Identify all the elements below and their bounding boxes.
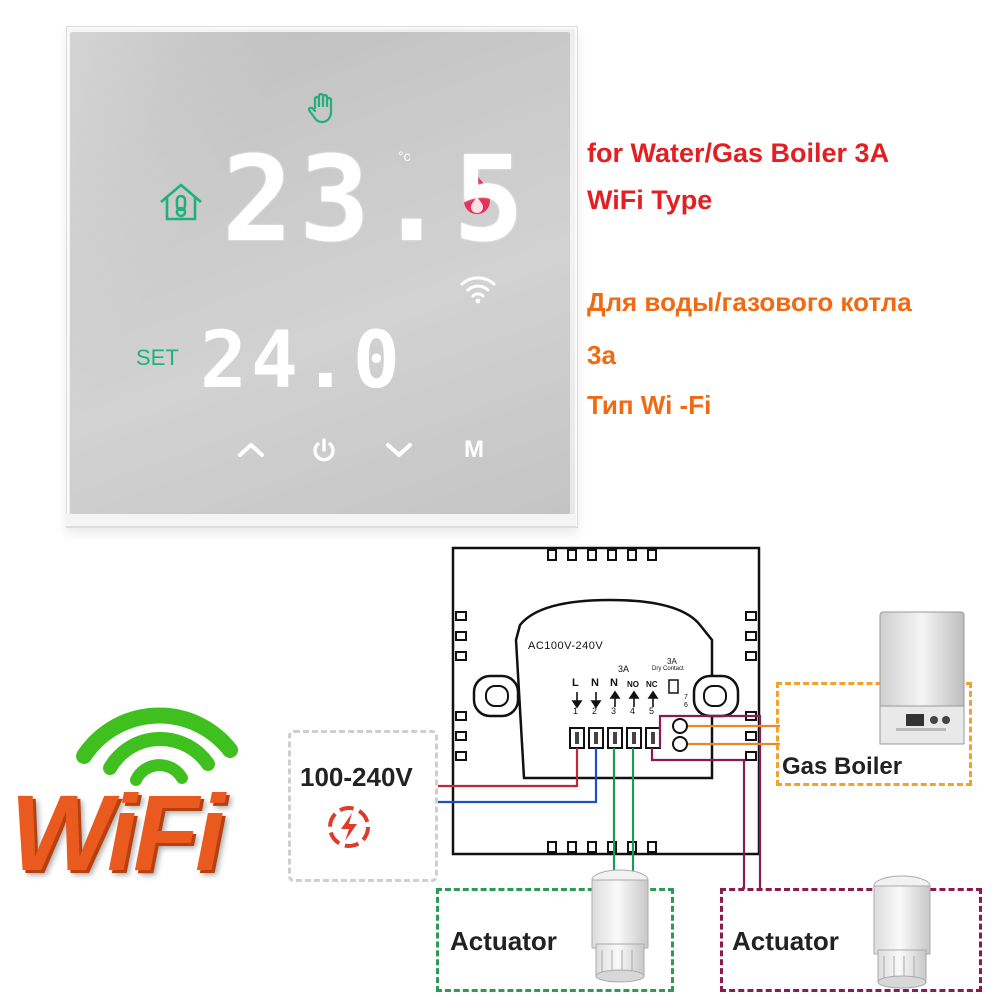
- terminal-5-name: NC: [646, 680, 658, 689]
- thermostat-bottom-edge: [66, 514, 576, 527]
- flame-heating-icon: [464, 174, 490, 214]
- dry-contact-label: Dry Contact: [652, 666, 684, 672]
- relay-module-outline: [514, 598, 714, 780]
- actuator-right-illustration: [873, 875, 931, 989]
- set-temperature: 24.0: [200, 316, 404, 406]
- terminal-1-number: 1: [573, 706, 579, 716]
- terminal-4-name: NO: [627, 680, 639, 689]
- dry-terminal-7: 7: [684, 694, 688, 701]
- dry-terminal-6: 6: [684, 702, 688, 709]
- manual-hand-icon: [307, 92, 333, 124]
- wifi-logo-arcs-icon: [76, 707, 238, 786]
- current-temperature: 23.5: [222, 130, 531, 268]
- actuator-box-right: [720, 888, 982, 992]
- gas-boiler-illustration: [879, 611, 965, 745]
- down-arrow-button[interactable]: [384, 440, 414, 460]
- wifi-logo-text: WiFi: [10, 772, 225, 893]
- actuator-left-illustration: [591, 869, 649, 983]
- thermostat-display: [70, 32, 570, 514]
- terminal-2-name: N: [591, 677, 599, 689]
- relay-rating-label: 3A: [618, 664, 630, 674]
- terminal-3-number: 3: [611, 706, 617, 716]
- up-arrow-button[interactable]: [236, 440, 266, 460]
- terminal-arrows: [571, 690, 659, 709]
- terminal-screws: [575, 732, 655, 744]
- electric-hazard-icon: [328, 806, 370, 848]
- home-temperature-icon: [160, 183, 202, 221]
- panel-wifi-icon: [460, 276, 496, 304]
- dry-contact-screw-6: [672, 736, 688, 752]
- actuator-right-label: Actuator: [732, 926, 839, 956]
- power-button[interactable]: [310, 436, 338, 464]
- set-label: SET: [136, 345, 179, 370]
- actuator-left-label: Actuator: [450, 926, 557, 956]
- temperature-unit: °c: [398, 148, 411, 164]
- terminal-4-number: 4: [630, 706, 636, 716]
- spec-line-wifi-type: WiFi Type: [587, 185, 713, 215]
- back-box-tabs: [455, 549, 757, 853]
- dry-contact-screw-7: [672, 718, 688, 734]
- terminal-2-number: 2: [592, 706, 598, 716]
- spec-line-ru-3a: 3а: [587, 340, 616, 370]
- actuator-box-left: [436, 888, 674, 992]
- gas-boiler-box: [776, 682, 972, 786]
- dry-contact-rating: 3A: [667, 657, 677, 666]
- power-supply-box: [288, 730, 438, 882]
- terminal-5-number: 5: [649, 706, 655, 716]
- gas-boiler-label: Gas Boiler: [780, 753, 905, 781]
- wiring-diagram: [438, 546, 780, 900]
- spec-line-boiler: for Water/Gas Boiler 3A: [587, 138, 890, 168]
- terminal-3-name: N: [610, 677, 618, 689]
- mode-button[interactable]: M: [464, 436, 484, 463]
- power-voltage-label: 100-240V: [300, 762, 413, 792]
- spec-line-ru-wifi: Тип Wi -Fi: [587, 390, 712, 420]
- module-voltage-label: AC100V-240V: [528, 640, 604, 652]
- terminal-1-name: L: [572, 677, 579, 689]
- spec-line-ru-boiler: Для воды/газового котла: [587, 287, 912, 317]
